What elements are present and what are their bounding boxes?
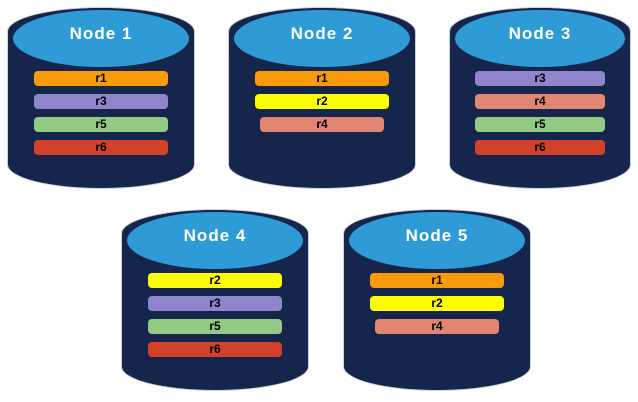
record-bar[interactable]: r4	[259, 117, 385, 132]
cylinder-top-ellipse	[231, 8, 413, 70]
record-list: r1 r3 r5 r6	[8, 71, 194, 163]
record-bar[interactable]: r4	[475, 94, 605, 109]
record-bar[interactable]: r3	[34, 94, 168, 109]
record-bar[interactable]: r2	[255, 94, 389, 109]
record-bar[interactable]: r5	[148, 319, 282, 334]
record-list: r2 r3 r5 r6	[122, 273, 308, 365]
record-bar[interactable]: r3	[475, 71, 605, 86]
record-bar[interactable]: r1	[370, 273, 504, 288]
record-bar[interactable]: r2	[148, 273, 282, 288]
record-bar[interactable]: r6	[148, 342, 282, 357]
record-list: r1 r2 r4	[344, 273, 530, 342]
record-bar[interactable]: r6	[34, 140, 168, 155]
cylinder-top-ellipse	[452, 8, 628, 70]
record-bar[interactable]: r5	[475, 117, 605, 132]
record-bar[interactable]: r3	[148, 296, 282, 311]
record-bar[interactable]: r5	[34, 117, 168, 132]
record-list: r1 r2 r4	[229, 71, 415, 140]
cylinder-top-ellipse	[346, 210, 528, 272]
record-bar[interactable]: r4	[374, 319, 500, 334]
record-bar[interactable]: r1	[255, 71, 389, 86]
record-bar[interactable]: r2	[370, 296, 504, 311]
record-bar[interactable]: r6	[475, 140, 605, 155]
cylinder-top-ellipse	[124, 210, 306, 272]
record-list: r3 r4 r5 r6	[450, 71, 630, 163]
cylinder-top-ellipse	[10, 8, 192, 70]
record-bar[interactable]: r1	[34, 71, 168, 86]
